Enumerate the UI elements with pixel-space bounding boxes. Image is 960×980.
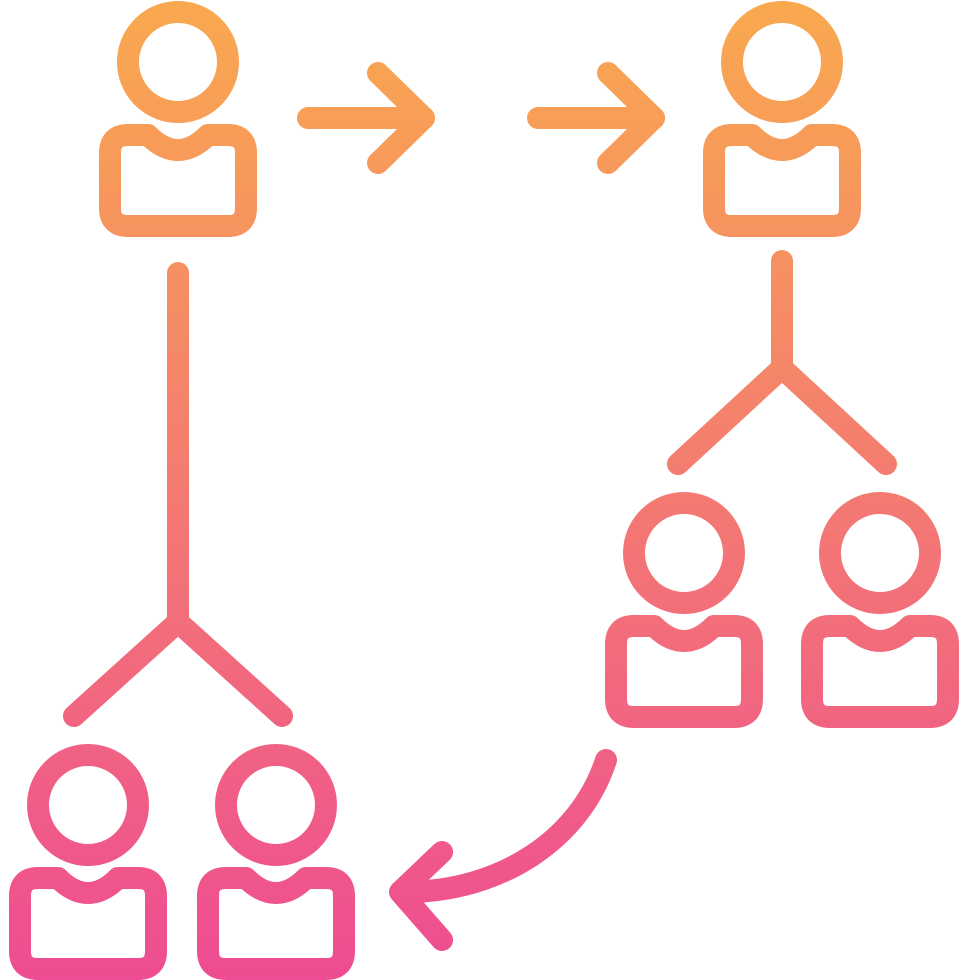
person-top-right-icon	[703, 1, 861, 237]
curved-arrow-icon	[389, 749, 617, 951]
person-left-group-right-icon	[197, 744, 355, 980]
arrow-right-icon	[297, 62, 435, 174]
arrow-right-icon	[527, 62, 665, 174]
person-left-group-left-icon	[9, 744, 167, 980]
person-right-group-left-icon	[605, 492, 763, 728]
person-top-left-icon	[99, 1, 257, 237]
person-right-group-right-icon	[801, 492, 959, 728]
branch-connector-left-icon	[63, 262, 293, 727]
branch-connector-right-icon	[667, 250, 897, 475]
